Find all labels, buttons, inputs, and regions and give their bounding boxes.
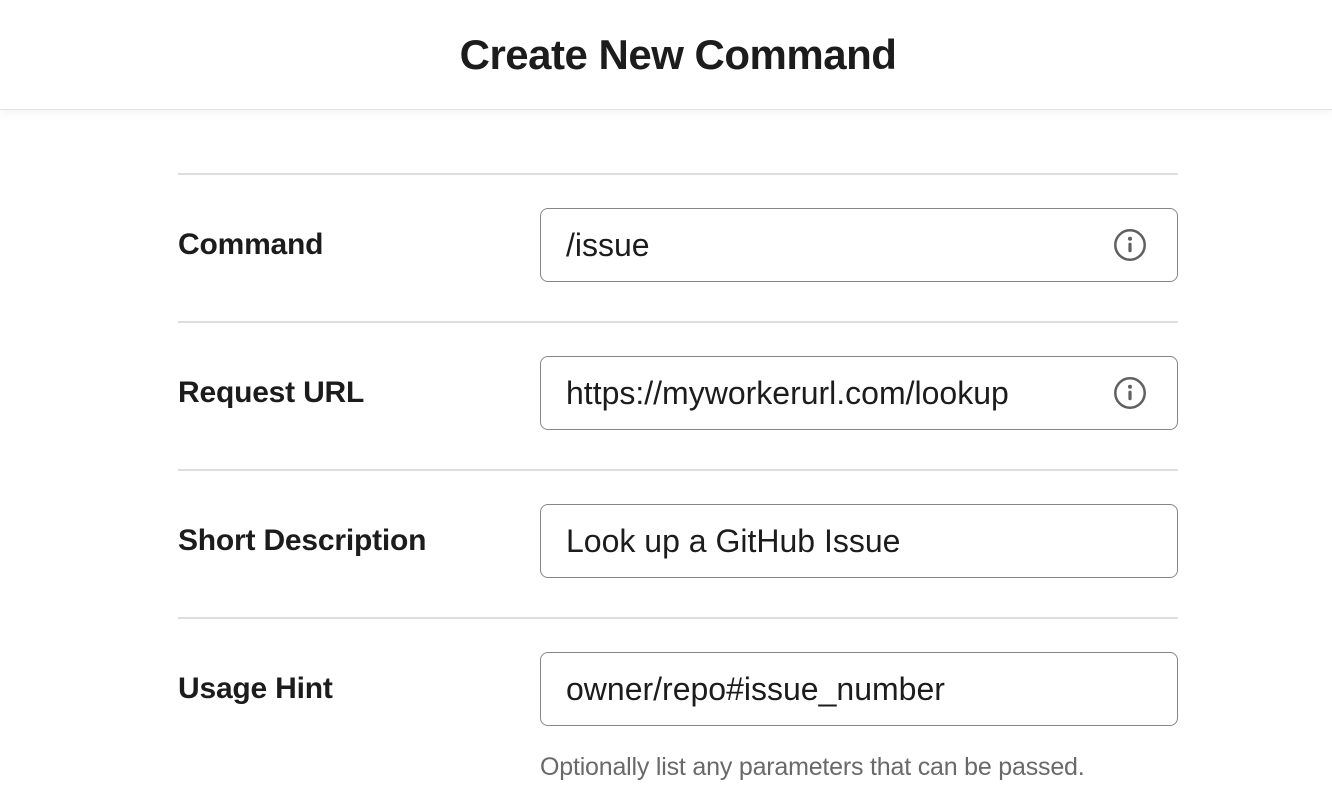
short-description-label: Short Description xyxy=(178,524,427,557)
command-label: Command xyxy=(178,228,324,261)
usage-hint-helper-text: Optionally list any parameters that can … xyxy=(540,753,1085,781)
field-row-command: Command xyxy=(178,173,1178,321)
short-description-input[interactable] xyxy=(540,504,1178,578)
command-form: Command Request URL xyxy=(178,110,1178,810)
page-header: Create New Command xyxy=(0,0,1332,110)
page-title: Create New Command xyxy=(459,30,897,78)
field-row-short-description: Short Description xyxy=(178,469,1178,617)
field-row-request-url: Request URL xyxy=(178,321,1178,469)
usage-hint-label: Usage Hint xyxy=(178,672,333,705)
request-url-input[interactable] xyxy=(540,356,1178,430)
request-url-label: Request URL xyxy=(178,376,365,409)
usage-hint-input[interactable] xyxy=(540,652,1178,726)
field-row-usage-hint: Usage Hint Optionally list any parameter… xyxy=(178,617,1178,810)
info-icon[interactable] xyxy=(1113,376,1147,410)
info-icon[interactable] xyxy=(1113,228,1147,262)
command-input[interactable] xyxy=(540,208,1178,282)
